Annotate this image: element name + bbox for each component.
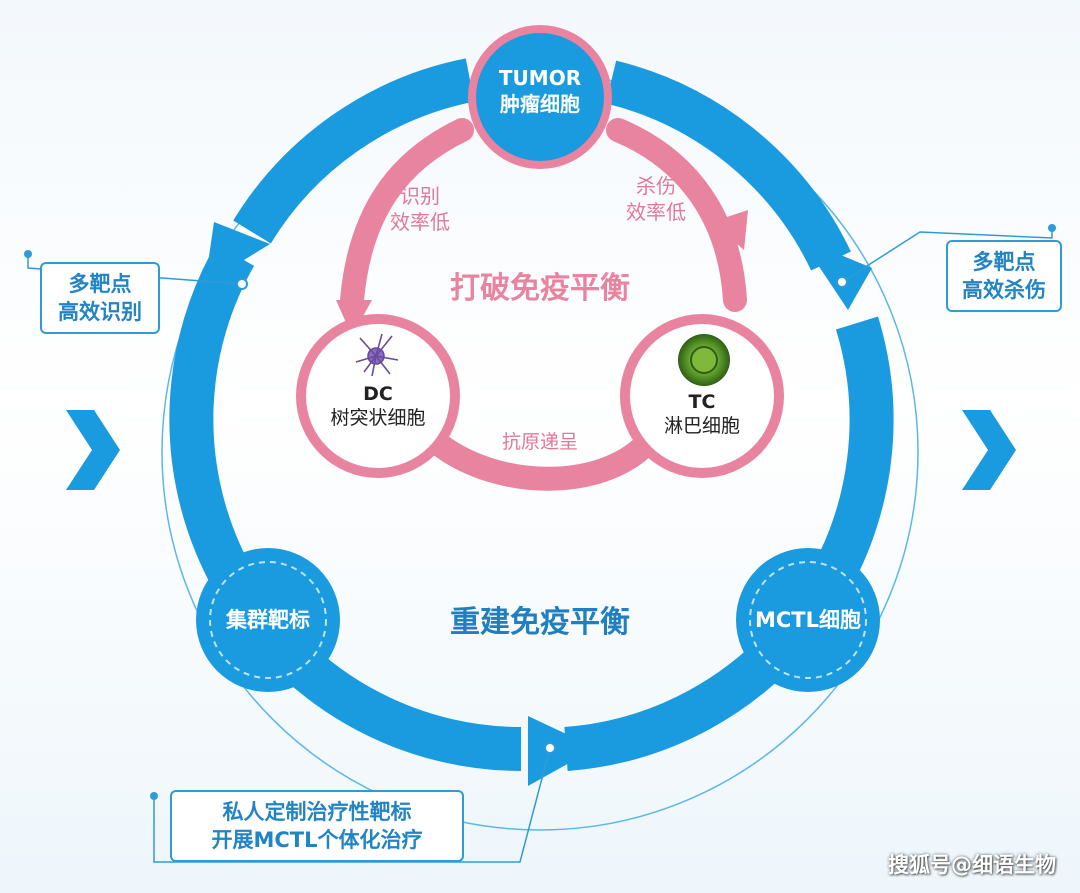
cluster-target-label: 集群靶标 <box>226 608 310 632</box>
right-chevron-icon <box>962 410 1016 490</box>
kill-low-line2: 效率低 <box>626 199 686 224</box>
pink-arc-bottom <box>428 433 657 491</box>
bottom-callout-box: 私人定制治疗性靶标 开展MCTL个体化治疗 <box>170 790 464 862</box>
dendritic-cell-icon <box>355 333 399 377</box>
recognition-low-line1: 识别 <box>400 184 440 208</box>
pink-arrowhead-right <box>712 210 748 250</box>
pink-arc-left <box>340 118 474 312</box>
left-callout-line1: 多靶点 <box>68 272 132 296</box>
rebuild-balance-title: 重建免疫平衡 <box>450 605 630 640</box>
left-callout-box: 多靶点 高效识别 <box>40 262 160 334</box>
blue-arrowhead-right <box>800 238 872 310</box>
recognition-low-label: 识别 效率低 <box>372 184 468 235</box>
bottom-callout-line2: 开展MCTL个体化治疗 <box>211 828 423 853</box>
blue-arc-top-right <box>605 60 851 271</box>
tc-label-zh: 淋巴细胞 <box>663 415 740 438</box>
mctl-dashed-ring <box>749 561 867 679</box>
tumor-label-en: TUMOR <box>498 66 582 90</box>
watermark: 搜狐号@细语生物 <box>888 853 1056 877</box>
recognition-low-line2: 效率低 <box>390 209 450 234</box>
break-balance-title: 打破免疫平衡 <box>450 271 630 306</box>
left-callout-leader <box>27 254 243 285</box>
right-callout-box: 多靶点 高效杀伤 <box>946 240 1062 312</box>
dc-label: DC 树突状细胞 <box>308 382 448 431</box>
bottom-callout-leader <box>153 747 551 863</box>
callout-leaders <box>27 228 1053 863</box>
dc-label-en: DC <box>363 383 393 405</box>
blue-arrowhead-left <box>205 222 270 284</box>
lymphocyte-nucleus-icon <box>690 346 718 374</box>
leader-dot <box>836 276 848 288</box>
left-chevron-icon <box>66 410 120 490</box>
leader-dot <box>24 250 32 258</box>
blue-arc-top-left <box>233 58 475 244</box>
pink-cycle <box>340 118 747 491</box>
kill-low-label: 杀伤 效率低 <box>604 174 708 225</box>
tc-label: TC 淋巴细胞 <box>632 390 772 439</box>
mctl-node <box>736 548 880 692</box>
bottom-callout-line1: 私人定制治疗性靶标 <box>222 800 412 824</box>
tc-label-en: TC <box>688 391 716 413</box>
cluster-target-dashed-ring <box>209 561 327 679</box>
tumor-label-zh: 肿瘤细胞 <box>500 91 580 116</box>
cluster-target-node <box>196 548 340 692</box>
dc-label-zh: 树突状细胞 <box>330 407 426 430</box>
right-callout-leader <box>841 228 1053 283</box>
antigen-presentation-label: 抗原递呈 <box>501 431 578 453</box>
tumor-cell-node <box>476 33 604 161</box>
dc-cell-node <box>306 324 450 468</box>
tumor-label: TUMOR 肿瘤细胞 <box>480 66 600 117</box>
kill-low-line1: 杀伤 <box>636 174 676 198</box>
left-callout-line2: 高效识别 <box>58 300 142 325</box>
leader-dot <box>236 278 248 290</box>
mctl-label: MCTL细胞 <box>754 608 861 632</box>
leader-dot <box>1048 224 1056 232</box>
leader-dots <box>24 224 1056 800</box>
pink-arc-right <box>606 118 747 312</box>
right-callout-line2: 高效杀伤 <box>962 278 1046 303</box>
leader-dot <box>544 742 556 754</box>
right-callout-line1: 多靶点 <box>972 250 1036 274</box>
tc-cell-node <box>630 324 774 468</box>
leader-dot <box>150 792 158 800</box>
